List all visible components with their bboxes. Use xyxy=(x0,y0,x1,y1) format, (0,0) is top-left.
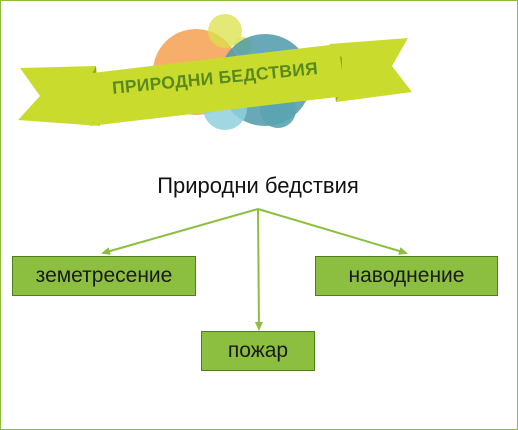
bubble-yellow xyxy=(208,14,242,48)
diagram-root-label: Природни бедствия xyxy=(157,173,359,198)
arrow-to-earthquake xyxy=(101,208,259,255)
node-flood: наводнение xyxy=(315,256,498,296)
node-fire: пожар xyxy=(201,331,315,371)
ribbon-main xyxy=(84,44,346,126)
ribbon-tail-right xyxy=(330,38,412,102)
arrow-to-flood xyxy=(257,208,408,255)
node-earthquake: земетресение xyxy=(12,256,196,296)
ribbon-tail-left xyxy=(18,66,100,126)
arrow-to-fire xyxy=(254,208,263,331)
